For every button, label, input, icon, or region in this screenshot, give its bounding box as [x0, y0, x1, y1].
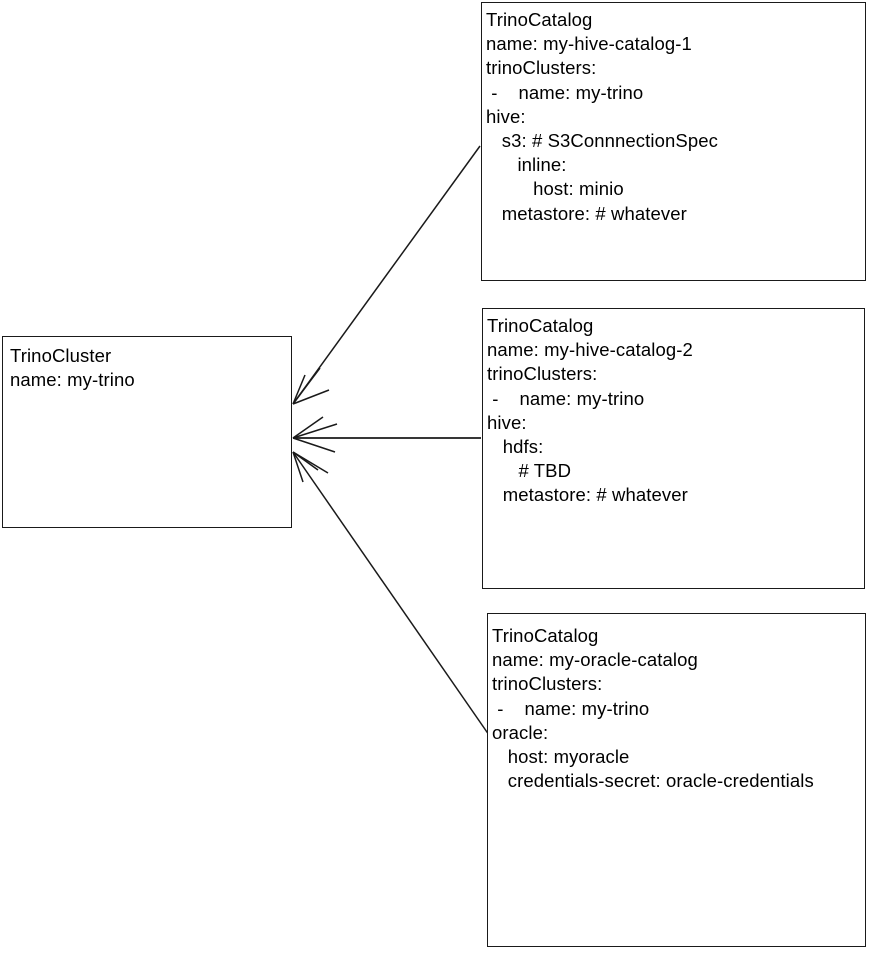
- connector-catalog1-to-cluster: [292, 145, 481, 405]
- trino-cluster-box[interactable]: TrinoCluster name: my-trino: [2, 336, 292, 528]
- connector-catalog2-to-cluster: [292, 416, 481, 453]
- trino-catalog-3-text: TrinoCatalog name: my-oracle-catalog tri…: [492, 625, 814, 792]
- trino-cluster-text: TrinoCluster name: my-trino: [10, 345, 135, 391]
- trino-catalog-box-my-hive-catalog-2[interactable]: TrinoCatalog name: my-hive-catalog-2 tri…: [482, 308, 865, 589]
- connector-catalog3-to-cluster: [292, 451, 490, 736]
- trino-catalog-2-text: TrinoCatalog name: my-hive-catalog-2 tri…: [487, 315, 693, 506]
- trino-catalog-box-my-oracle-catalog[interactable]: TrinoCatalog name: my-oracle-catalog tri…: [487, 613, 866, 947]
- trino-catalog-box-my-hive-catalog-1[interactable]: TrinoCatalog name: my-hive-catalog-1 tri…: [481, 2, 866, 281]
- trino-catalog-1-text: TrinoCatalog name: my-hive-catalog-1 tri…: [486, 9, 718, 224]
